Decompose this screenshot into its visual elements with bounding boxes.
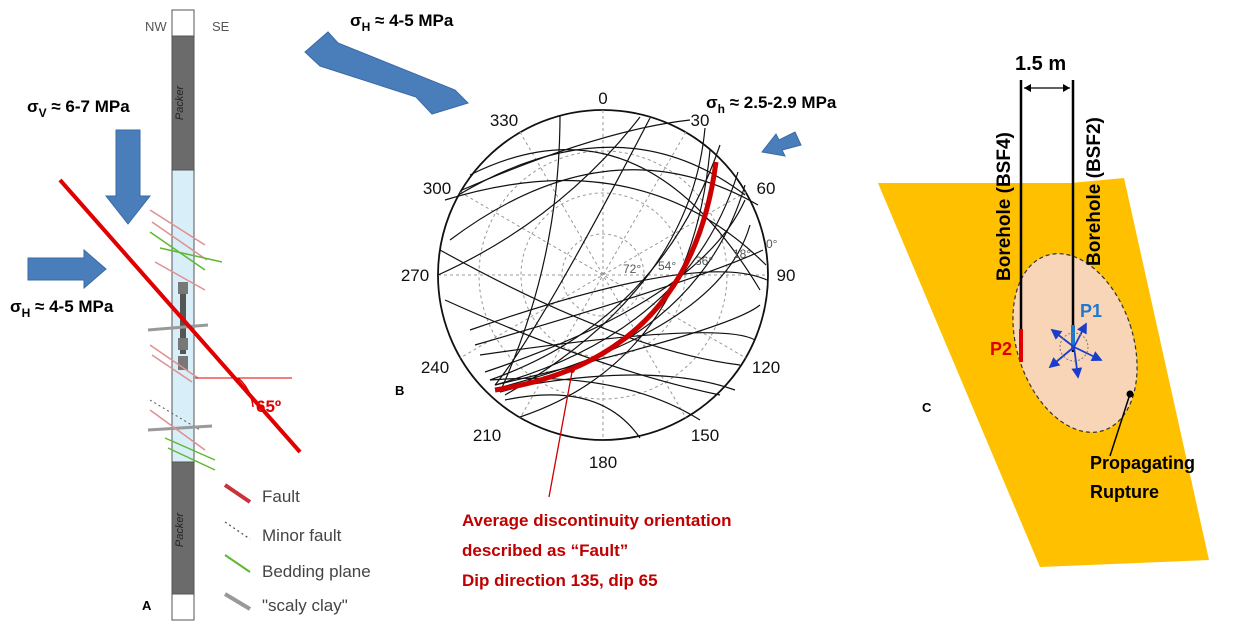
sigma-h-label-a: σH ≈ 4-5 MPa	[10, 297, 114, 320]
sigma-v-arrow	[104, 129, 152, 225]
stereonet: 0 30 60 90 120 150 180 210 240 270 300 3…	[401, 89, 796, 472]
sigma-h-min-arrow	[761, 131, 802, 157]
azimuth-label-60: 60	[757, 179, 776, 198]
legend: Fault Minor fault Bedding plane "scaly c…	[223, 483, 371, 615]
annotation-line-3: Dip direction 135, dip 65	[462, 571, 658, 590]
legend-swatch-scaly-clay	[223, 592, 252, 611]
panel-letter-b: B	[395, 383, 404, 398]
legend-swatch-bedding	[224, 554, 251, 573]
dip-label-0: 0°	[766, 237, 778, 251]
annotation-line-1: Average discontinuity orientation	[462, 511, 732, 530]
sigma-h-arrow-b	[304, 31, 469, 115]
azimuth-label-0: 0	[598, 89, 607, 108]
annotation-pointer-dot	[569, 367, 575, 373]
rupture-propagation-arrows	[1048, 322, 1103, 379]
spacing-label: 1.5 m	[1015, 53, 1066, 75]
borehole-bsf2-label: Borehole (BSF2)	[1084, 117, 1105, 266]
point-p1-label: P1	[1080, 301, 1102, 321]
dip-label-72: 72°	[623, 262, 641, 276]
rupture-label-line-1: Propagating	[1090, 453, 1195, 473]
azimuth-label-240: 240	[421, 358, 449, 377]
azimuth-label-120: 120	[752, 358, 780, 377]
sigma-h-arrow-a	[27, 248, 107, 290]
panel-a: Packer Packer 65º	[10, 9, 371, 621]
great-circles	[437, 114, 768, 439]
azimuth-label-330: 330	[490, 111, 518, 130]
packer-label-top: Packer	[174, 85, 186, 121]
probe-tool	[178, 282, 188, 370]
packer-label-bottom: Packer	[174, 512, 186, 548]
rupture-label-line-2: Rupture	[1090, 482, 1159, 502]
panel-b: σH ≈ 4-5 MPa σh ≈ 2.5-2.9 MPa	[304, 11, 837, 590]
legend-swatch-fault	[223, 483, 252, 504]
panel-c: 1.5 m Borehole (BSF4) Borehole (BSF2) P1…	[878, 53, 1209, 567]
annotation-line-2: described as “Fault”	[462, 541, 628, 560]
legend-label-minor-fault: Minor fault	[262, 526, 342, 545]
legend-label-bedding: Bedding plane	[262, 562, 371, 581]
borehole-top-cap	[171, 9, 195, 37]
azimuth-label-150: 150	[691, 426, 719, 445]
azimuth-label-300: 300	[423, 179, 451, 198]
main-fault-line	[58, 178, 302, 454]
point-p2-label: P2	[990, 339, 1012, 359]
annotation-pointer	[548, 371, 573, 498]
dip-angle-label: 65º	[256, 397, 281, 416]
azimuth-label-30: 30	[691, 111, 710, 130]
fracture-traces	[147, 209, 223, 471]
azimuth-labels: 0 30 60 90 120 150 180 210 240 270 300 3…	[401, 89, 796, 472]
rupture-label-pointer	[1109, 393, 1131, 457]
label-nw: NW	[145, 19, 167, 34]
borehole-bsf4-label: Borehole (BSF4)	[994, 132, 1015, 281]
panel-letter-c: C	[922, 400, 932, 415]
legend-swatch-minor-fault	[224, 521, 251, 540]
label-se: SE	[212, 19, 230, 34]
dip-label-36: 36°	[695, 254, 713, 268]
panel-letter-a: A	[142, 598, 152, 613]
azimuth-label-210: 210	[473, 426, 501, 445]
dip-angle-arc	[237, 377, 254, 408]
legend-label-fault: Fault	[262, 487, 300, 506]
azimuth-label-270: 270	[401, 266, 429, 285]
borehole-bottom-cap	[171, 593, 195, 621]
azimuth-label-90: 90	[777, 266, 796, 285]
nucleation-circle	[1059, 332, 1089, 362]
azimuth-label-180: 180	[589, 453, 617, 472]
dip-label-18: 18°	[733, 247, 751, 261]
legend-label-scaly-clay: "scaly clay"	[262, 596, 348, 615]
fault-annotation: Average discontinuity orientation descri…	[462, 511, 732, 590]
average-fault-great-circle	[494, 161, 719, 393]
dip-label-54: 54°	[658, 259, 676, 273]
sigma-v-label: σV ≈ 6-7 MPa	[27, 97, 130, 120]
sigma-h-min-label: σh ≈ 2.5-2.9 MPa	[706, 93, 837, 116]
sigma-h-label-b: σH ≈ 4-5 MPa	[350, 11, 454, 34]
dip-labels: 72° 54° 36° 18° 0°	[623, 237, 778, 276]
